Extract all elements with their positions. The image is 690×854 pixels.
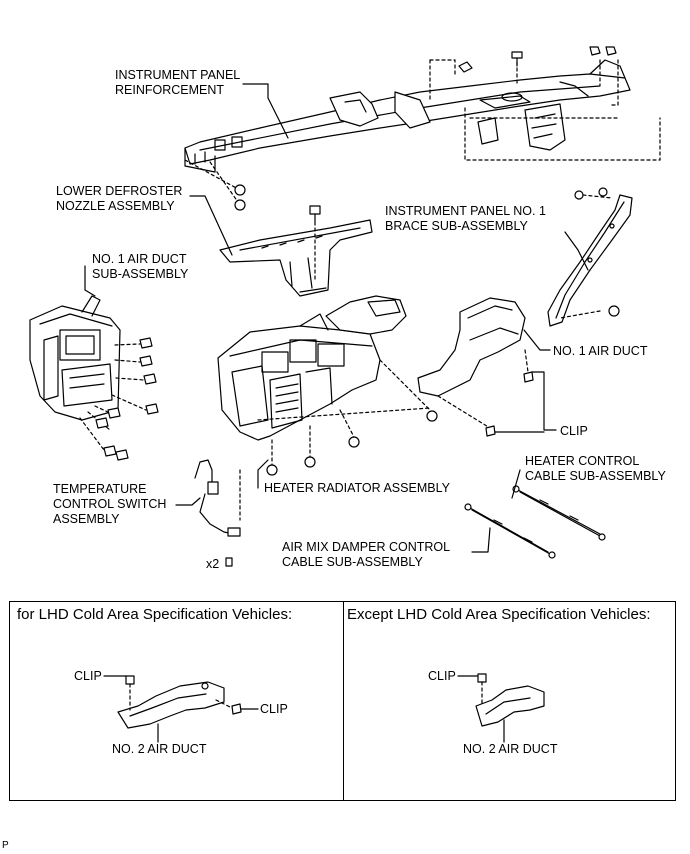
heater-leader (257, 459, 269, 489)
no1-air-duct-clips (485, 371, 534, 437)
right-panel-title: Except LHD Cold Area Specification Vehic… (347, 606, 651, 623)
label-lower-defroster-nozzle: LOWER DEFROSTER NOZZLE ASSEMBLY (56, 184, 183, 213)
air-mix-cable-leader (471, 527, 491, 553)
heater-cable-leader (511, 469, 521, 499)
x2-screw (225, 557, 233, 567)
label-instrument-panel-reinforcement: INSTRUMENT PANEL REINFORCEMENT (115, 68, 241, 97)
label-air-mix-damper-cable: AIR MIX DAMPER CONTROL CABLE SUB-ASSEMBL… (282, 540, 451, 569)
brace-leader (564, 231, 589, 271)
air-mix-damper-cable-part (464, 503, 556, 559)
no1-air-duct-leader (523, 329, 551, 351)
reinforcement-leader (242, 83, 289, 139)
instrument-panel-reinforcement-part (184, 59, 631, 173)
right-clip-top-icon (477, 673, 487, 683)
figure-code: P (2, 840, 9, 851)
label-x2: x2 (206, 557, 220, 571)
left-panel-title: for LHD Cold Area Specification Vehicles… (17, 606, 293, 623)
label-clip: CLIP (560, 424, 588, 438)
sub-assembly-leader (84, 265, 96, 297)
reinforcement-bolts (234, 46, 617, 211)
no1-air-duct-part (417, 297, 526, 397)
label-heater-radiator-assembly: HEATER RADIATOR ASSEMBLY (264, 481, 450, 495)
right-clip-top-label: CLIP (428, 669, 456, 683)
label-no1-air-duct-sub-assembly: NO. 1 AIR DUCT SUB-ASSEMBLY (92, 252, 189, 281)
right-no2-air-duct-part (475, 685, 545, 727)
left-no2-air-duct-part (117, 681, 225, 729)
instrument-panel-brace-part (547, 194, 633, 327)
variant-divider (343, 601, 344, 801)
brace-dash-bottom (559, 310, 601, 319)
no1-air-duct-sub-assembly-part (29, 295, 121, 421)
heater-control-cable-part (512, 485, 606, 541)
lower-defroster-nozzle-part (219, 219, 373, 297)
left-no2-air-duct-label: NO. 2 AIR DUCT (112, 742, 207, 756)
temperature-control-switch-part (194, 459, 241, 537)
left-clip-right-dash (215, 699, 233, 709)
no1-air-duct-dashes (437, 349, 529, 429)
defroster-bolt (309, 205, 321, 223)
brace-dash-top (582, 194, 613, 199)
label-no1-air-duct: NO. 1 AIR DUCT (553, 344, 648, 358)
label-temperature-control-switch: TEMPERATURE CONTROL SWITCH ASSEMBLY (53, 482, 167, 526)
switch-leader (175, 497, 201, 506)
brace-bolts (574, 187, 620, 317)
heater-nut (426, 410, 438, 422)
label-heater-control-cable: HEATER CONTROL CABLE SUB-ASSEMBLY (525, 454, 666, 483)
sub-assembly-dashes (79, 343, 147, 451)
clip-bracket (494, 371, 557, 433)
variant-comparison-box (9, 601, 676, 801)
heater-radiator-assembly-part (217, 295, 407, 476)
left-clip-top-label: CLIP (74, 669, 102, 683)
reinforcement-dashed-guides (184, 59, 661, 206)
left-clip-top-icon (125, 675, 135, 685)
heater-dashes (257, 359, 431, 466)
label-instrument-panel-brace: INSTRUMENT PANEL NO. 1 BRACE SUB-ASSEMBL… (385, 204, 546, 233)
left-clip-right-icon (231, 703, 242, 715)
sub-assembly-screws (95, 337, 159, 461)
defroster-leader (189, 195, 233, 256)
right-no2-air-duct-label: NO. 2 AIR DUCT (463, 742, 558, 756)
left-clip-right-label: CLIP (260, 702, 288, 716)
